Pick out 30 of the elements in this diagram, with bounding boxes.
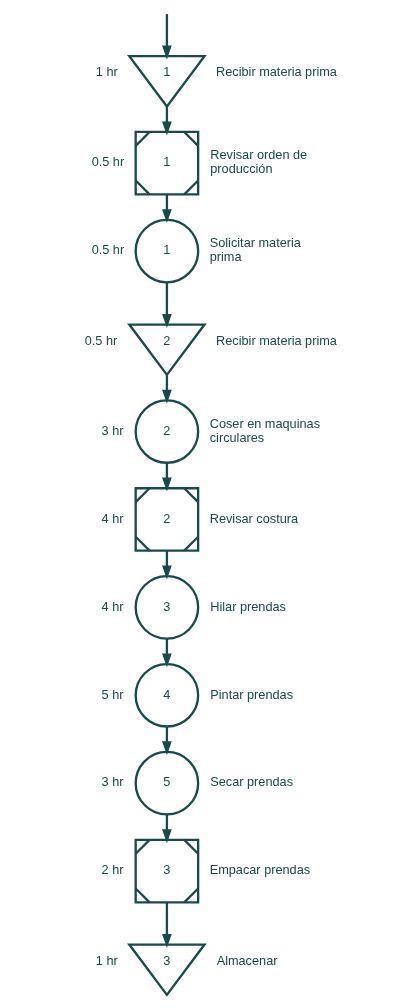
node-label: Pintar prendas (209, 686, 293, 702)
node-label: 2 hr (101, 862, 124, 878)
node-label: Almacenar (216, 952, 277, 968)
node-label: 0.5 hr (91, 154, 124, 170)
node-label: 4 hr (101, 598, 124, 614)
arrow (161, 282, 172, 328)
node-label: 0.5 hr (84, 332, 117, 348)
node-circle: 2 (134, 399, 199, 464)
node-label: 4 hr (101, 510, 124, 526)
node-label: 3 hr (101, 774, 124, 790)
node-label: 1 hr (95, 64, 118, 80)
node-label: Revisar orden de producción (209, 147, 307, 177)
node-circle: 1 (134, 218, 199, 284)
node-label: Recibir materia prima (215, 332, 337, 348)
arrow (161, 902, 172, 948)
node-label: Recibir materia prima (215, 64, 337, 80)
node-label: Coser en maquinas circulares (209, 415, 320, 445)
node-circle: 5 (134, 750, 199, 816)
node-label: 5 hr (101, 686, 124, 702)
node-circle: 4 (134, 662, 199, 728)
node-label: Revisar costura (209, 510, 298, 526)
node-label: Empacar prendas (209, 862, 310, 878)
node-label: Hilar prendas (209, 598, 286, 614)
node-label: 0.5 hr (91, 242, 124, 258)
node-label: Solicitar materia prima (209, 235, 301, 265)
node-label: Secar prendas (209, 774, 293, 790)
node-label: 1 hr (95, 952, 118, 968)
arrow (161, 14, 172, 60)
node-circle: 3 (134, 574, 199, 640)
node-label: 3 hr (101, 422, 124, 438)
